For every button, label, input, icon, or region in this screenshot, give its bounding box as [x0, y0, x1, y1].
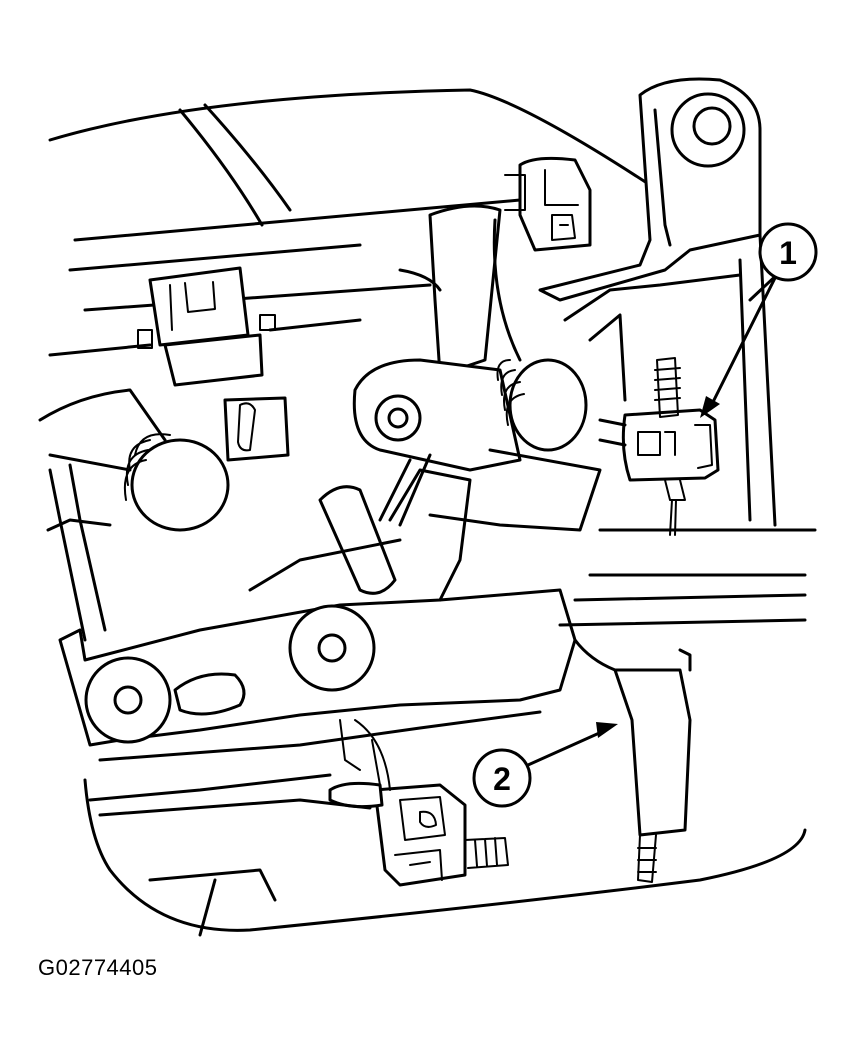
left-edge-arm [48, 463, 107, 642]
center-slot-arm [318, 485, 397, 595]
panel-outline [48, 88, 807, 932]
slot-bracket [223, 396, 290, 462]
callout-2-arrowhead [596, 722, 618, 738]
center-lever [352, 358, 522, 472]
actuator-threaded-rod [654, 357, 681, 418]
callout-1-label: 1 [779, 235, 797, 271]
right-spring-roller [508, 358, 588, 452]
callout-2-label: 2 [493, 761, 511, 797]
upper-left-clip [148, 266, 250, 347]
bottom-clip [373, 783, 467, 887]
callout-1: 1 [700, 222, 818, 418]
callout-1-arrowhead [700, 396, 720, 418]
callout-2-circle [472, 748, 532, 808]
middle-bar [48, 318, 362, 357]
callout-1-circle [758, 222, 818, 282]
left-spring-coil [130, 438, 230, 532]
callout-2: 2 [472, 722, 618, 808]
upper-bar [68, 198, 522, 312]
right-spring-coil [496, 359, 525, 426]
right-lower-frame [558, 273, 817, 627]
callout-2-leader [526, 728, 608, 767]
release-cable-sheath [613, 668, 692, 837]
cable-actuator [621, 408, 720, 482]
panel-inner-edge [178, 103, 292, 227]
figure-id-label: G02774405 [38, 955, 158, 980]
plate-slot [173, 672, 246, 716]
callout-1-leader [708, 266, 782, 410]
upper-left-clip-lower [163, 333, 264, 387]
bottom-threaded-rod [464, 837, 509, 869]
